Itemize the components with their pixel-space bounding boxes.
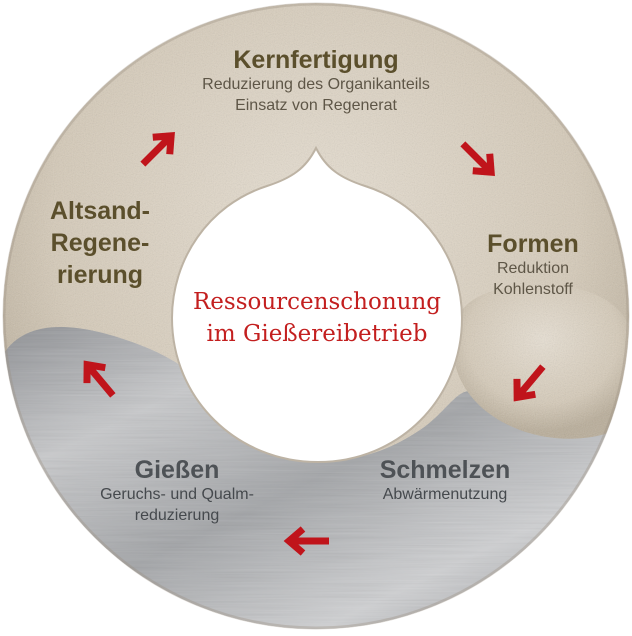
metal-region: [3, 285, 629, 629]
stage-kernfertigung-line2: Einsatz von Regenerat: [235, 97, 397, 114]
stage-schmelzen: Schmelzen Abwärmenutzung: [355, 456, 535, 505]
stage-kernfertigung: Kernfertigung Reduzierung des Organikant…: [150, 46, 482, 116]
arrow-icon: [283, 526, 329, 556]
center-title-line1: Ressourcenschonung: [192, 289, 441, 315]
stage-altsand: Altsand- Regene- rierung: [30, 195, 170, 291]
center-title-line2: im Gießereibetrieb: [206, 321, 428, 347]
stage-altsand-line2: Regene-: [50, 229, 150, 257]
arrow-icon: [140, 132, 175, 167]
stage-giessen-line1: Geruchs- und Qualm-: [100, 486, 254, 503]
stage-altsand-line1: Altsand-: [50, 197, 150, 225]
stage-kernfertigung-title: Kernfertigung: [233, 46, 399, 74]
stage-schmelzen-line1: Abwärmenutzung: [382, 486, 508, 503]
stage-formen: Formen Reduktion Kohlenstoff: [468, 230, 598, 300]
arrow-icon: [513, 364, 546, 402]
stage-giessen: Gießen Geruchs- und Qualm- reduzierung: [72, 456, 282, 526]
arrow-icon: [83, 360, 116, 398]
stage-formen-line2: Kohlenstoff: [493, 281, 573, 298]
stage-schmelzen-title: Schmelzen: [379, 456, 511, 484]
stage-formen-line1: Reduktion: [496, 260, 570, 277]
arrow-icon: [460, 141, 495, 176]
center-hole: [170, 145, 464, 464]
stage-altsand-line3: rierung: [56, 261, 144, 289]
stage-giessen-line2: reduzierung: [134, 507, 220, 524]
stage-formen-title: Formen: [487, 230, 579, 258]
center-title: Ressourcenschonung im Gießereibetrieb: [172, 286, 462, 350]
stage-giessen-title: Gießen: [134, 456, 220, 484]
stage-kernfertigung-line1: Reduzierung des Organikanteils: [202, 76, 430, 93]
